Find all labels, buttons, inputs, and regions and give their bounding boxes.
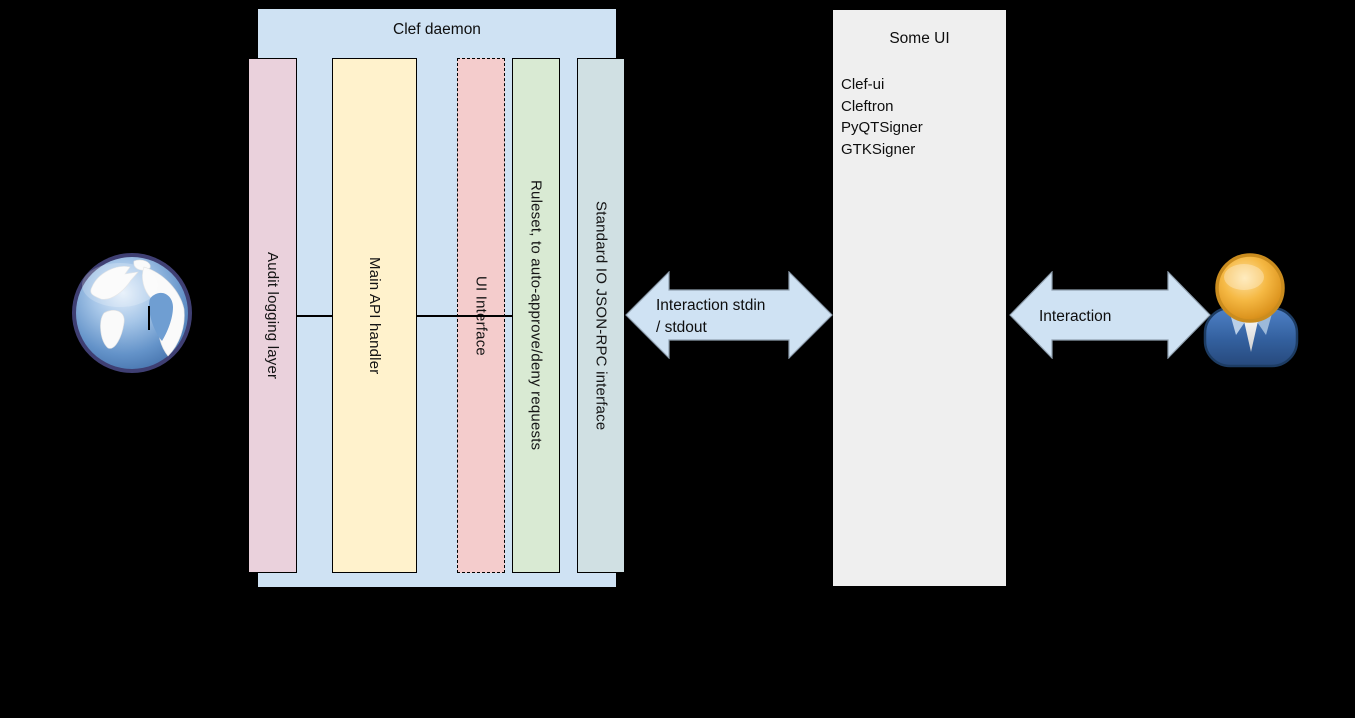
person-icon <box>1199 250 1303 368</box>
some-ui-box: Some UI Clef-ui Cleftron PyQTSigner GTKS… <box>832 9 1007 587</box>
user-arrow-label: Interaction <box>1039 308 1112 325</box>
bar-stdio-label: Standard IO JSON-RPC interface <box>592 200 610 431</box>
user-arrow <box>1009 271 1211 359</box>
globe-icon <box>70 251 194 375</box>
connector-line-api-ruleset <box>417 315 512 317</box>
bar-main-api-handler: Main API handler <box>332 58 417 573</box>
bar-ruleset-label: Ruleset, to auto-approve/deny requests <box>527 180 545 451</box>
bar-ruleset: Ruleset, to auto-approve/deny requests <box>512 58 560 573</box>
bar-audit-logging-layer: Audit logging layer <box>248 58 297 573</box>
stdio-arrow <box>625 271 833 359</box>
stdio-arrow-label-line1: Interaction stdin <box>656 297 766 314</box>
connector-line-audit-api <box>297 315 332 317</box>
clef-daemon-title: Clef daemon <box>393 21 481 38</box>
stdio-arrow-label: Interaction stdin / stdout <box>656 295 765 339</box>
some-ui-item: Cleftron <box>841 97 894 115</box>
some-ui-item: GTKSigner <box>841 140 916 158</box>
bar-api-label: Main API handler <box>366 256 383 375</box>
bar-audit-label: Audit logging layer <box>264 251 281 380</box>
some-ui-title: Some UI <box>889 30 950 47</box>
clef-daemon-box <box>257 8 617 588</box>
bar-stdio-jsonrpc: Standard IO JSON-RPC interface <box>577 58 625 573</box>
some-ui-item: Clef-ui <box>841 76 885 93</box>
cursor-artifact-line <box>148 306 150 330</box>
some-ui-list: Clef-ui Cleftron PyQTSigner GTKSigner <box>841 74 923 160</box>
some-ui-item: PyQTSigner <box>841 119 923 137</box>
stdio-arrow-label-line2: / stdout <box>656 319 707 336</box>
